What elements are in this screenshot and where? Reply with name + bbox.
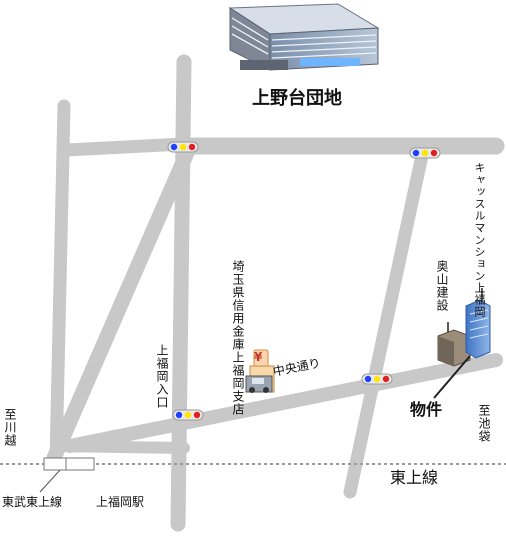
label-tojo-line: 東上線 <box>390 468 439 487</box>
road-right-vertical <box>343 139 431 499</box>
label-bank: 埼玉県信用金庫上福岡支店 <box>231 260 245 416</box>
label-property: 物件 <box>410 400 443 419</box>
yen-symbol: ¥ <box>254 350 263 364</box>
road-lower-connector <box>50 440 190 454</box>
traffic-signal-icon <box>172 409 204 421</box>
label-tobu-tojo-line: 東武東上線 <box>2 495 63 509</box>
roads <box>46 54 505 532</box>
traffic-signal-icon <box>167 141 199 153</box>
building-icon <box>437 299 491 367</box>
traffic-signal-icon <box>409 147 441 159</box>
label-okuyama: 奥山建設 <box>435 260 449 312</box>
building-icon <box>228 3 380 71</box>
bank-icon <box>245 349 275 393</box>
label-to-kawagoe: 至川越 <box>3 408 17 447</box>
label-danchi: 上野台団地 <box>252 88 342 109</box>
road-chuo-dori <box>63 353 503 453</box>
station-icon <box>39 457 95 493</box>
road-north <box>59 137 191 157</box>
label-station: 上福岡駅 <box>96 495 145 509</box>
label-kamifukuoka-entrance: 上福岡入口 <box>155 344 169 409</box>
road-left-vertical <box>49 99 71 467</box>
label-to-ikebukuro: 至池袋 <box>477 404 491 443</box>
road-diagonal-left <box>46 138 198 466</box>
road-main-vertical <box>170 54 192 532</box>
label-castle-mansion: キャッスルマンション上福岡 <box>473 162 486 318</box>
traffic-signal-icon <box>361 373 393 385</box>
property-pointer <box>433 355 471 399</box>
